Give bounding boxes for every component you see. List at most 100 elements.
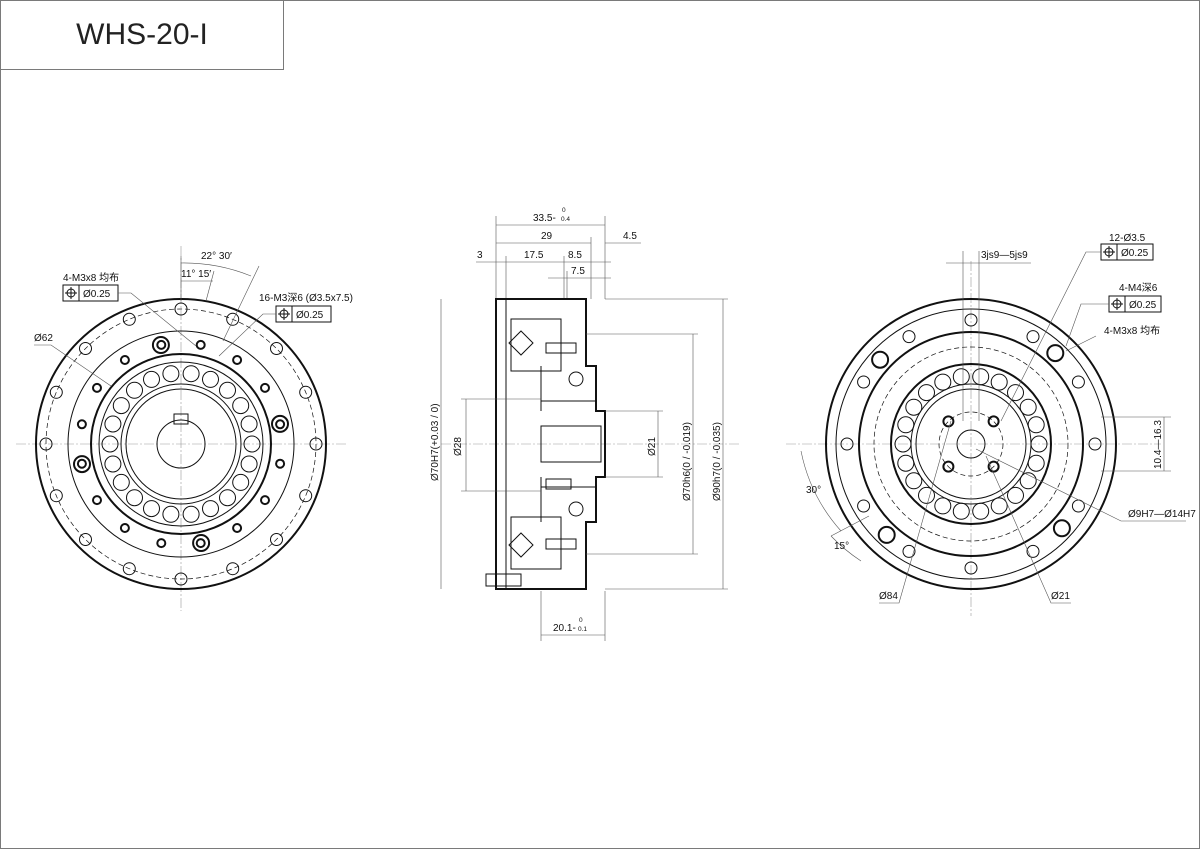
dim-4-5: 4.5	[623, 231, 637, 242]
bearing-ball	[934, 373, 952, 391]
mount-hole	[299, 385, 313, 399]
m3x8-hole	[942, 460, 955, 473]
bearing-ball	[243, 435, 261, 453]
m3-hole	[195, 339, 206, 350]
bearing-ball	[918, 486, 935, 504]
m3x8-hole	[987, 460, 1000, 473]
dim-20-1: 20.1-	[553, 623, 576, 634]
bearing-ball	[1027, 454, 1045, 472]
m3-hole	[275, 419, 286, 430]
bearing-ball	[112, 473, 130, 491]
bearing-ball	[897, 416, 915, 434]
dim-8-5: 8.5	[568, 250, 582, 261]
bearing-ball	[952, 502, 970, 520]
mount-hole	[270, 342, 283, 355]
callout-16-m3: 16-M3深6 (Ø3.5x7.5)	[259, 292, 353, 304]
bearing-ball	[240, 415, 258, 433]
m3x8-hole	[942, 415, 955, 428]
mount-hole	[79, 533, 92, 546]
mount-hole	[122, 312, 136, 326]
callout-4-m3x8: 4-M3x8 均布	[1104, 325, 1160, 337]
bearing-ball	[182, 365, 200, 383]
mount-hole	[1026, 544, 1040, 558]
dia-62-label: Ø62	[34, 333, 53, 344]
bearing-ball	[897, 454, 915, 472]
angle-11-15-label: 11° 15′	[181, 269, 211, 280]
bearing-ball	[934, 497, 952, 515]
m4-hole	[871, 350, 890, 369]
dim-17-5: 17.5	[524, 250, 544, 261]
mount-hole	[309, 437, 323, 451]
bearing-ball	[232, 397, 250, 415]
mount-hole	[226, 562, 240, 576]
bearing-ball	[232, 473, 250, 491]
bearing-ball	[918, 384, 935, 402]
m3x8-hole	[151, 336, 170, 354]
mount-hole	[840, 437, 854, 451]
dia-84-label: Ø84	[879, 591, 898, 602]
m3-hole	[92, 382, 102, 393]
bearing-ball	[162, 365, 180, 383]
bearing-ball	[104, 455, 122, 473]
bearing-ball	[202, 370, 219, 388]
bearing-ball	[905, 398, 923, 416]
key-width-label: 3js9—5js9	[981, 250, 1028, 261]
mount-hole	[964, 313, 978, 327]
front-view-right: 3js9—5js9 12-Ø3.5 Ø0.25 4-M4深6 Ø0.25 4-M…	[786, 233, 1196, 616]
mount-hole	[49, 489, 63, 503]
bearing-ball	[1019, 398, 1037, 416]
m3x8-hole	[271, 414, 289, 433]
bearing-ball	[905, 472, 923, 490]
bearing-ball	[202, 500, 219, 518]
m3x8-hole	[192, 534, 211, 552]
mount-hole	[49, 385, 63, 399]
m3-hole	[260, 382, 270, 393]
bearing-ball	[219, 489, 236, 507]
bearing-ball	[101, 435, 119, 453]
bearing-ball	[162, 505, 180, 523]
key-height-label: 10.4—16.3	[1153, 420, 1164, 469]
bearing-ball	[112, 397, 130, 415]
tolerance-value: Ø0.25	[1129, 300, 1157, 311]
bore-label: Ø9H7—Ø14H7	[1128, 509, 1196, 520]
bearing-ball	[972, 368, 990, 386]
m4-hole	[877, 525, 896, 544]
bearing-ball	[126, 489, 143, 507]
m3x8-hole	[987, 415, 1000, 428]
front-view-left: 22° 30′ 11° 15′ 4-M3x8 均布 Ø0.25 16-M3深6 …	[16, 246, 353, 611]
dia-90h7-label: Ø90h7(0 / -0.035)	[712, 422, 723, 501]
bearing-ball	[1007, 384, 1024, 402]
mount-hole	[39, 437, 53, 451]
m4-hole	[1046, 344, 1065, 363]
bearing-ball	[126, 381, 143, 399]
mount-hole	[857, 499, 871, 513]
bearing-ball	[104, 415, 122, 433]
bearing-ball	[990, 373, 1008, 391]
mount-hole	[174, 572, 188, 586]
mount-hole	[1071, 375, 1085, 389]
m3-hole	[119, 523, 130, 533]
callout-4-m4: 4-M4深6	[1119, 282, 1158, 294]
bearing-ball	[894, 435, 912, 453]
tolerance-value: Ø0.25	[83, 289, 111, 300]
bearing-ball	[182, 505, 200, 523]
bearing-ball	[990, 497, 1008, 515]
m3-hole	[119, 355, 130, 365]
title-block: WHS-20-I	[1, 1, 284, 70]
dia-70h6-label: Ø70h6(0 / -0.019)	[682, 422, 693, 501]
tolerance-value: Ø0.25	[1121, 248, 1149, 259]
dim-33-5: 33.5-	[533, 213, 556, 224]
dim-7-5: 7.5	[571, 266, 585, 277]
bearing-ball	[240, 455, 258, 473]
dim-29: 29	[541, 231, 553, 242]
m4-hole	[1052, 519, 1071, 538]
mount-hole	[226, 312, 240, 326]
m3-hole	[275, 458, 286, 469]
callout-12-holes: 12-Ø3.5	[1109, 233, 1146, 244]
mount-hole	[1026, 330, 1040, 344]
mount-hole	[122, 562, 136, 576]
tol-lower: 0.1	[578, 626, 587, 633]
tol-upper: 0	[562, 207, 566, 214]
